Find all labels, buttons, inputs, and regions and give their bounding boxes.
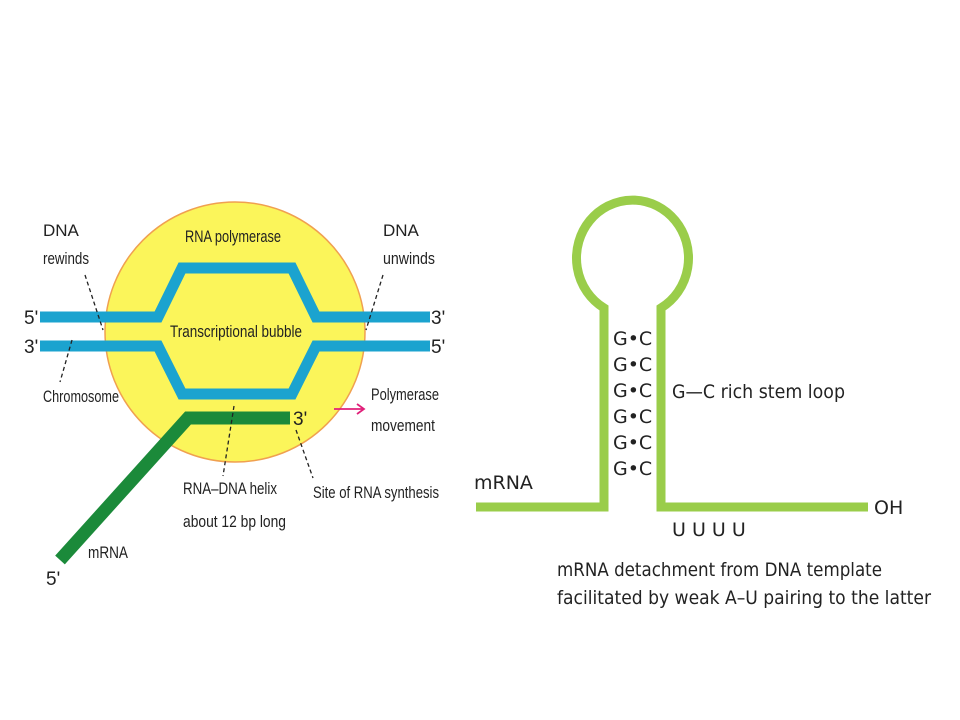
caption-line-2: facilitated by weak A–U pairing to the l… <box>557 587 931 609</box>
rna-dna-helix-label-2: about 12 bp long <box>183 512 286 531</box>
gc-pair: G•C <box>613 432 652 454</box>
dna-bottom-3prime: 3' <box>24 337 38 358</box>
leader-dna-rewinds <box>84 274 104 331</box>
polymerase-movement-arrow <box>334 403 366 415</box>
gc-pair: G•C <box>613 354 652 376</box>
oh-label: OH <box>874 497 903 519</box>
leader-chromosome <box>59 339 73 383</box>
gc-pair: G•C <box>613 380 652 402</box>
transcriptional-bubble-label: Transcriptional bubble <box>170 322 302 341</box>
dna-rewinds-label-2: rewinds <box>43 249 89 268</box>
gc-pair: G•C <box>613 458 652 480</box>
caption-line-1: mRNA detachment from DNA template <box>557 559 882 581</box>
dna-rewinds-label-1: DNA <box>43 221 80 240</box>
rna-dna-helix-label-1: RNA–DNA helix <box>183 479 277 498</box>
chromosome-label: Chromosome <box>43 387 119 406</box>
gc-pair: G•C <box>613 328 652 350</box>
polymerase-movement-label-2: movement <box>371 416 435 435</box>
stem-loop-diagram: G•C G•C G•C G•C G•C G•C G—C rich stem lo… <box>474 195 931 609</box>
rna-5prime: 5' <box>46 569 60 590</box>
dna-unwinds-label-1: DNA <box>383 221 420 240</box>
mrna-label-right: mRNA <box>474 472 533 494</box>
rna-strand <box>55 411 290 565</box>
leader-rna-synthesis <box>295 429 314 479</box>
dna-bottom-5prime: 5' <box>431 337 445 358</box>
dna-top-strand <box>40 262 430 323</box>
gc-pair: G•C <box>613 406 652 428</box>
mrna-stem-loop-strand <box>476 195 868 512</box>
transcription-diagram: RNA polymerase Transcriptional bubble DN… <box>24 201 445 590</box>
stem-loop-label: G—C rich stem loop <box>672 381 845 403</box>
gc-pairs: G•C G•C G•C G•C G•C G•C <box>613 328 652 480</box>
rna-polymerase-circle <box>104 201 366 463</box>
mrna-label-left: mRNA <box>88 543 129 562</box>
dna-top-3prime: 3' <box>431 308 445 329</box>
dna-top-5prime: 5' <box>24 308 38 329</box>
leader-rna-dna-helix <box>222 405 235 477</box>
polymerase-movement-label-1: Polymerase <box>371 385 439 404</box>
uuuu-label: U U U U <box>672 519 746 541</box>
dna-unwinds-label-2: unwinds <box>383 249 435 268</box>
dna-bottom-strand <box>40 340 430 400</box>
rna-polymerase-label: RNA polymerase <box>185 227 281 246</box>
rna-synthesis-label: Site of RNA synthesis <box>313 483 439 502</box>
rna-3prime: 3' <box>293 409 307 430</box>
leader-dna-unwinds <box>365 274 384 331</box>
